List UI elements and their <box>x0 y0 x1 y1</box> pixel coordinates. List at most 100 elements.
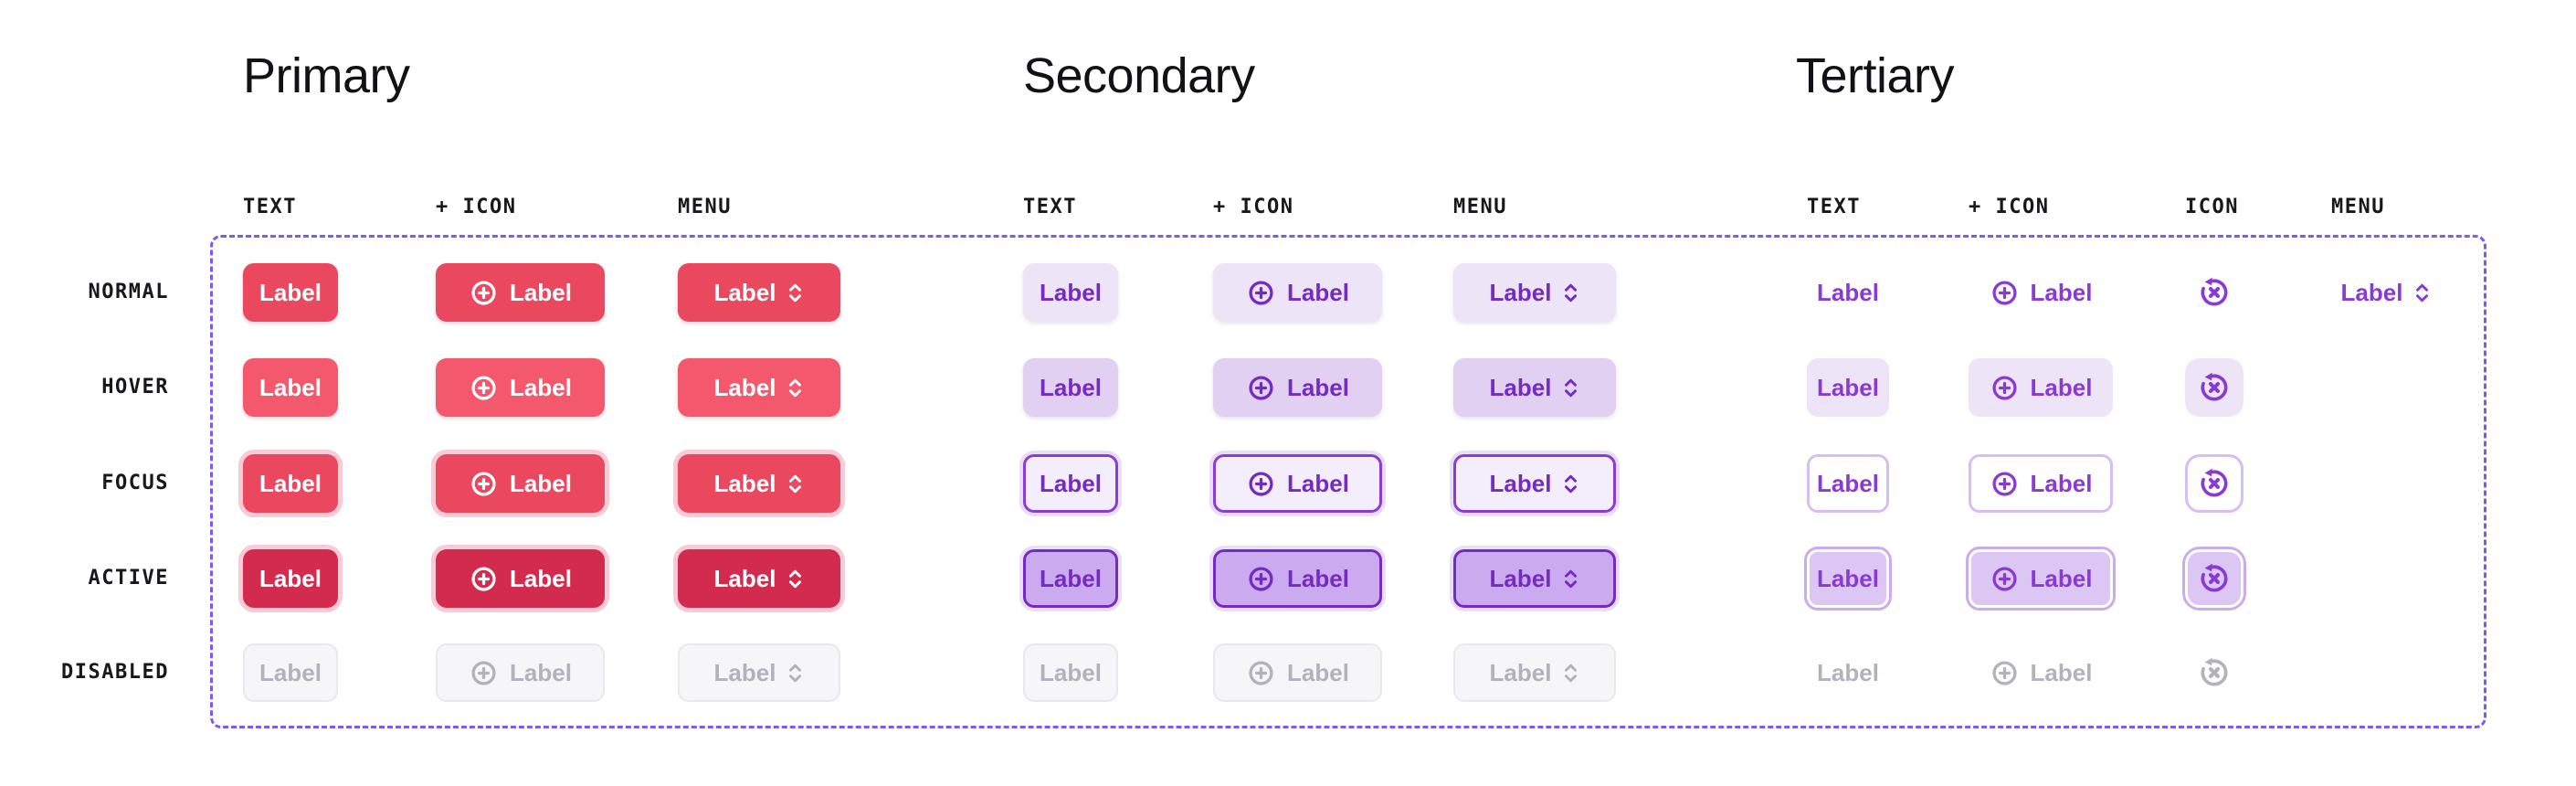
button-label: Label <box>713 659 776 686</box>
plus-circle-icon <box>1991 471 2017 496</box>
plus-circle-icon <box>471 566 496 591</box>
tertiary-icon-hover-button[interactable]: Label <box>1969 358 2113 417</box>
button-label: Label <box>1040 659 1102 686</box>
column-header-secondary-icon: + ICON <box>1213 196 1294 218</box>
secondary-icon-focus-button[interactable]: Label <box>1213 454 1382 513</box>
button-label: Label <box>1040 565 1102 592</box>
primary-text-hover-button[interactable]: Label <box>243 358 338 417</box>
secondary-icon-normal-button[interactable]: Label <box>1213 263 1382 322</box>
button-label: Label <box>1817 470 1879 497</box>
tertiary-icon-focus-button[interactable]: Label <box>1969 454 2113 513</box>
secondary-text-active-button[interactable]: Label <box>1023 549 1118 608</box>
states-frame-outline <box>210 235 2486 728</box>
primary-icon-active-button[interactable]: Label <box>436 549 605 608</box>
plus-circle-icon <box>1249 660 1273 685</box>
secondary-menu-active-button[interactable]: Label <box>1453 549 1616 608</box>
button-label: Label <box>259 279 322 306</box>
button-label: Label <box>259 470 322 497</box>
secondary-text-hover-button[interactable]: Label <box>1023 358 1118 417</box>
plus-circle-icon <box>1991 660 2017 685</box>
reset-x-icon <box>2201 277 2228 306</box>
tertiary-text-active-button[interactable]: Label <box>1807 549 1889 608</box>
button-label: Label <box>1287 374 1349 401</box>
column-header-secondary-text: TEXT <box>1023 196 1077 218</box>
secondary-menu-focus-button[interactable]: Label <box>1453 454 1616 513</box>
button-label: Label <box>510 374 572 401</box>
plus-circle-icon <box>1249 471 1273 496</box>
column-header-primary-icon: + ICON <box>436 196 517 218</box>
unfold-more-icon <box>789 378 802 397</box>
button-label: Label <box>1817 279 1879 306</box>
tertiary-text-normal-button[interactable]: Label <box>1807 263 1889 322</box>
tertiary-icon_only-active-button[interactable] <box>2185 549 2243 608</box>
button-label: Label <box>1489 565 1552 592</box>
secondary-icon-disabled-button: Label <box>1213 643 1382 702</box>
unfold-more-icon <box>1565 664 1578 682</box>
primary-text-focus-button[interactable]: Label <box>243 454 338 513</box>
unfold-more-icon <box>789 664 802 682</box>
unfold-more-icon <box>789 283 802 302</box>
button-label: Label <box>2030 279 2093 306</box>
button-label: Label <box>2030 470 2093 497</box>
tertiary-icon_only-focus-button[interactable] <box>2185 454 2243 513</box>
button-label: Label <box>713 470 776 497</box>
secondary-menu-hover-button[interactable]: Label <box>1453 358 1616 417</box>
plus-circle-icon <box>471 375 496 400</box>
primary-menu-normal-button[interactable]: Label <box>678 263 840 322</box>
column-header-tertiary-menu: MENU <box>2331 196 2385 218</box>
unfold-more-icon <box>1565 378 1578 397</box>
button-label: Label <box>1287 659 1349 686</box>
section-title-secondary: Secondary <box>1023 48 1255 103</box>
primary-menu-active-button[interactable]: Label <box>678 549 840 608</box>
tertiary-text-focus-button[interactable]: Label <box>1807 454 1889 513</box>
tertiary-icon_only-normal-button[interactable] <box>2185 263 2243 322</box>
primary-icon-normal-button[interactable]: Label <box>436 263 605 322</box>
reset-x-icon <box>2201 563 2228 592</box>
button-label: Label <box>259 659 322 686</box>
button-label: Label <box>1287 470 1349 497</box>
button-label: Label <box>713 374 776 401</box>
button-label: Label <box>1040 279 1102 306</box>
button-label: Label <box>1489 374 1552 401</box>
column-header-primary-menu: MENU <box>678 196 732 218</box>
reset-x-icon <box>2201 372 2228 401</box>
unfold-more-icon <box>1565 474 1578 493</box>
row-label-hover: HOVER <box>101 376 169 398</box>
button-label: Label <box>1817 565 1879 592</box>
plus-circle-icon <box>471 471 496 496</box>
reset-x-icon <box>2201 468 2228 497</box>
tertiary-icon-active-button[interactable]: Label <box>1969 549 2113 608</box>
button-label: Label <box>510 565 572 592</box>
secondary-icon-hover-button[interactable]: Label <box>1213 358 1382 417</box>
primary-icon-focus-button[interactable]: Label <box>436 454 605 513</box>
section-title-tertiary: Tertiary <box>1796 48 1955 103</box>
button-label: Label <box>713 565 776 592</box>
button-label: Label <box>2030 374 2093 401</box>
primary-menu-focus-button[interactable]: Label <box>678 454 840 513</box>
secondary-text-normal-button[interactable]: Label <box>1023 263 1118 322</box>
section-title-primary: Primary <box>243 48 410 103</box>
unfold-more-icon <box>2416 283 2429 302</box>
button-label: Label <box>1287 279 1349 306</box>
tertiary-icon-normal-button[interactable]: Label <box>1969 263 2113 322</box>
primary-text-active-button[interactable]: Label <box>243 549 338 608</box>
plus-circle-icon <box>471 660 496 685</box>
tertiary-menu-normal-button[interactable]: Label <box>2331 263 2441 322</box>
primary-icon-hover-button[interactable]: Label <box>436 358 605 417</box>
plus-circle-icon <box>471 280 496 305</box>
unfold-more-icon <box>1565 569 1578 588</box>
secondary-icon-active-button[interactable]: Label <box>1213 549 1382 608</box>
primary-text-disabled-button: Label <box>243 643 338 702</box>
tertiary-icon_only-hover-button[interactable] <box>2185 358 2243 417</box>
plus-circle-icon <box>1249 280 1273 305</box>
primary-menu-hover-button[interactable]: Label <box>678 358 840 417</box>
unfold-more-icon <box>1565 283 1578 302</box>
button-label: Label <box>1040 374 1102 401</box>
tertiary-text-hover-button[interactable]: Label <box>1807 358 1889 417</box>
column-header-tertiary-icon: + ICON <box>1969 196 2050 218</box>
secondary-menu-normal-button[interactable]: Label <box>1453 263 1616 322</box>
secondary-text-focus-button[interactable]: Label <box>1023 454 1118 513</box>
secondary-text-disabled-button: Label <box>1023 643 1118 702</box>
primary-icon-disabled-button: Label <box>436 643 605 702</box>
primary-text-normal-button[interactable]: Label <box>243 263 338 322</box>
